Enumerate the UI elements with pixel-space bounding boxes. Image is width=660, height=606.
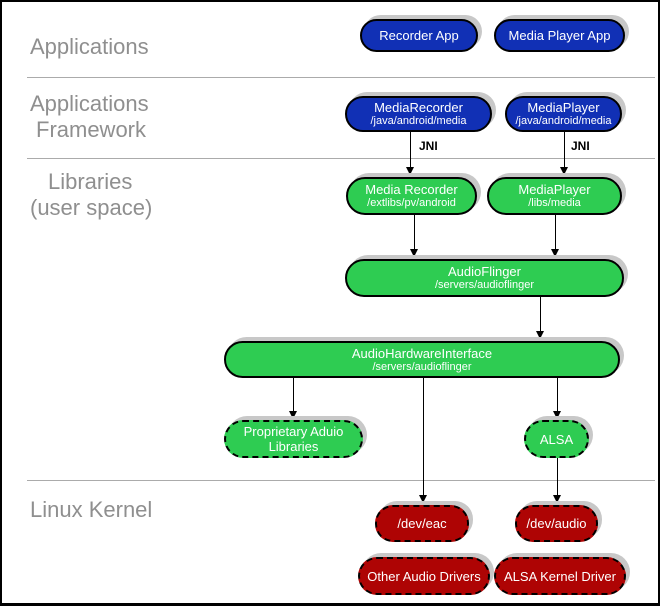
node-title: Media Player App (508, 28, 611, 43)
node-audio-flinger: AudioFlinger /servers/audioflinger (345, 259, 624, 297)
connector-ahi-alsa-arrowhead (553, 411, 561, 419)
node-title: /dev/eac (397, 516, 447, 531)
section-label-text: (user space) (30, 195, 153, 220)
connector-jni-left-arrowhead (406, 167, 414, 175)
node-title: ALSA Kernel Driver (504, 568, 616, 584)
node-dev-audio: /dev/audio (515, 505, 598, 542)
node-title: /dev/audio (526, 516, 587, 531)
node-title-line2: Libraries (268, 439, 319, 454)
node-alsa-kernel-driver: ALSA Kernel Driver (494, 557, 626, 595)
jni-label-left: JNI (419, 139, 438, 153)
node-title: Other Audio Drivers (367, 568, 481, 584)
connector-ahi-alsa-line (557, 378, 558, 419)
node-title: AudioHardwareInterface (351, 345, 493, 361)
connector-ahi-deveac-line (423, 378, 424, 503)
node-title: ALSA (539, 431, 574, 447)
divider-applications-framework (27, 77, 655, 78)
connector-ahi-proprietary-line (293, 378, 294, 419)
node-subtitle: /servers/audioflinger (372, 360, 472, 373)
node-title: AudioFlinger (448, 264, 521, 279)
section-label-applications: Applications (30, 34, 149, 60)
node-subtitle: /servers/audioflinger (434, 279, 535, 291)
node-title: Proprietary Aduio (243, 424, 344, 439)
connector-alsa-devaudio-line (557, 458, 558, 503)
section-label-applications-framework: Applications Framework (30, 91, 149, 143)
connector-player-audioflinger-arrowhead (551, 249, 559, 257)
node-dev-eac: /dev/eac (375, 505, 469, 542)
connector-jni-left-line (410, 132, 411, 173)
connector-ahi-proprietary-arrowhead (289, 411, 297, 419)
jni-label-right: JNI (571, 139, 590, 153)
connector-recorder-audioflinger-line (414, 215, 415, 257)
node-title: MediaRecorder (374, 100, 463, 115)
node-media-player-framework: MediaPlayer /java/android/media (505, 96, 622, 132)
node-media-recorder-framework: MediaRecorder /java/android/media (345, 96, 492, 132)
node-subtitle: /extlibs/pv/android (367, 197, 456, 209)
section-label-text: Framework (36, 117, 147, 142)
connector-recorder-audioflinger-arrowhead (410, 249, 418, 257)
node-recorder-app: Recorder App (360, 19, 478, 52)
connector-alsa-devaudio-arrowhead (553, 495, 561, 503)
section-label-text: Linux Kernel (30, 497, 153, 522)
connector-player-audioflinger-line (555, 215, 556, 257)
node-title: MediaPlayer (518, 182, 591, 197)
node-title: Recorder App (379, 28, 459, 43)
node-audio-hardware-interface: AudioHardwareInterface /servers/audiofli… (224, 341, 620, 378)
connector-flinger-ahi-line (540, 297, 541, 339)
node-subtitle: /java/android/media (515, 115, 612, 127)
connector-jni-right-arrowhead (560, 167, 568, 175)
node-alsa: ALSA (524, 420, 589, 458)
divider-libraries-kernel (27, 480, 655, 481)
node-media-player-app: Media Player App (494, 19, 625, 52)
node-media-player-lib: MediaPlayer /libs/media (487, 177, 622, 215)
node-title: Media Recorder (365, 182, 458, 197)
node-proprietary-audio-libraries: Proprietary Aduio Libraries (224, 420, 363, 458)
node-other-audio-drivers: Other Audio Drivers (358, 557, 490, 595)
node-subtitle: /libs/media (528, 197, 581, 209)
node-title: MediaPlayer (527, 100, 600, 115)
section-label-linux-kernel: Linux Kernel (30, 497, 152, 523)
node-subtitle: /java/android/media (370, 115, 467, 127)
section-label-text: Applications (30, 91, 149, 116)
section-label-text: Libraries (48, 169, 133, 194)
section-label-libraries: Libraries (user space) (30, 169, 152, 221)
node-media-recorder-lib: Media Recorder /extlibs/pv/android (346, 177, 477, 215)
section-label-text: Applications (30, 34, 149, 59)
connector-flinger-ahi-arrowhead (536, 331, 544, 339)
connector-ahi-deveac-arrowhead (419, 495, 427, 503)
connector-jni-right-line (564, 132, 565, 173)
divider-framework-libraries (27, 158, 655, 159)
